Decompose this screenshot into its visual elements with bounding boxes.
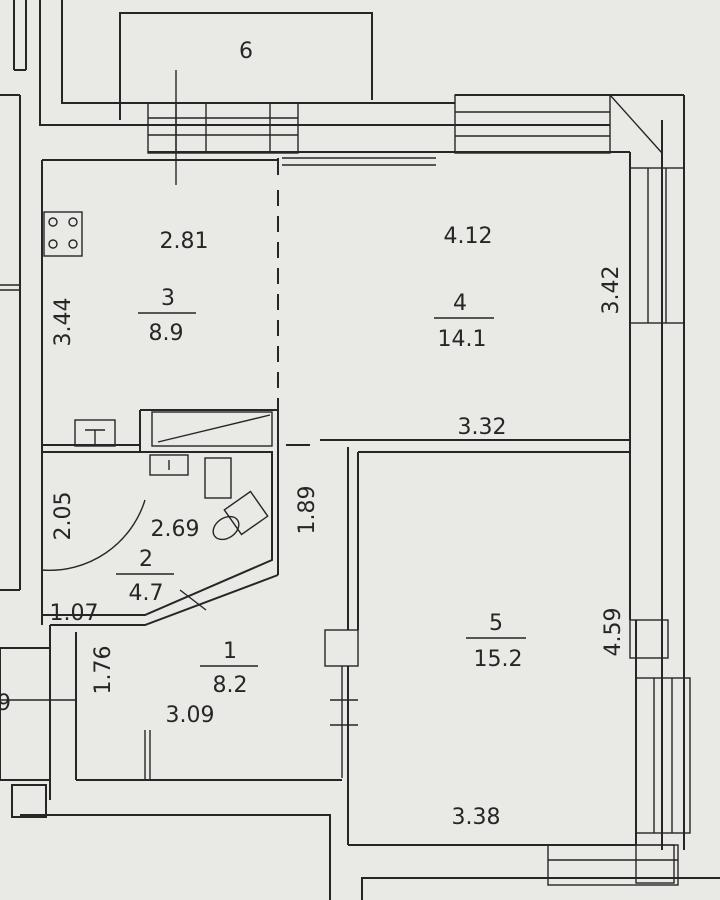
bath-height-label: 2.05 <box>51 492 76 541</box>
bath-width-label: 2.69 <box>151 517 200 542</box>
room-2-number: 2 <box>139 547 153 572</box>
bath-bottom-label: 1.07 <box>50 601 99 626</box>
room-4-number: 4 <box>453 291 467 316</box>
room-4-width-label: 4.12 <box>444 224 493 249</box>
room-1-number: 1 <box>223 639 237 664</box>
hall-width-label: 3.09 <box>166 703 215 728</box>
stove-icon <box>43 211 83 257</box>
toilet-icon <box>212 490 269 541</box>
shower-icon <box>41 454 189 571</box>
room-5-width-label: 3.38 <box>452 805 501 830</box>
room-3-number: 3 <box>161 286 175 311</box>
left-edge-walls <box>0 0 75 818</box>
room-4-height-label: 3.42 <box>599 266 624 315</box>
kitchen-width-label: 2.81 <box>160 229 209 254</box>
room-4-area: 14.1 <box>438 327 487 352</box>
washbasin-icon <box>204 457 232 499</box>
interior-walls <box>42 157 630 845</box>
room-5-height-label: 4.59 <box>601 608 626 657</box>
neighbor-room-label: 6 <box>239 39 253 64</box>
room-2-area: 4.7 <box>129 581 164 606</box>
corridor-height-label: 1.89 <box>295 486 320 535</box>
outer-walls <box>20 70 720 900</box>
room-5-area: 15.2 <box>474 647 523 672</box>
kitchen-height-label: 3.44 <box>51 298 76 347</box>
room-3-area: 8.9 <box>149 321 184 346</box>
kitchen-sink-icon <box>74 419 116 447</box>
room-4-bottom-label: 3.32 <box>458 415 507 440</box>
hall-height-label: 1.76 <box>91 646 116 695</box>
edge-fragment-label: 9 <box>0 691 11 716</box>
neighbor-room-6 <box>39 0 373 126</box>
room-5-number: 5 <box>489 611 503 636</box>
room-1-area: 8.2 <box>213 673 248 698</box>
